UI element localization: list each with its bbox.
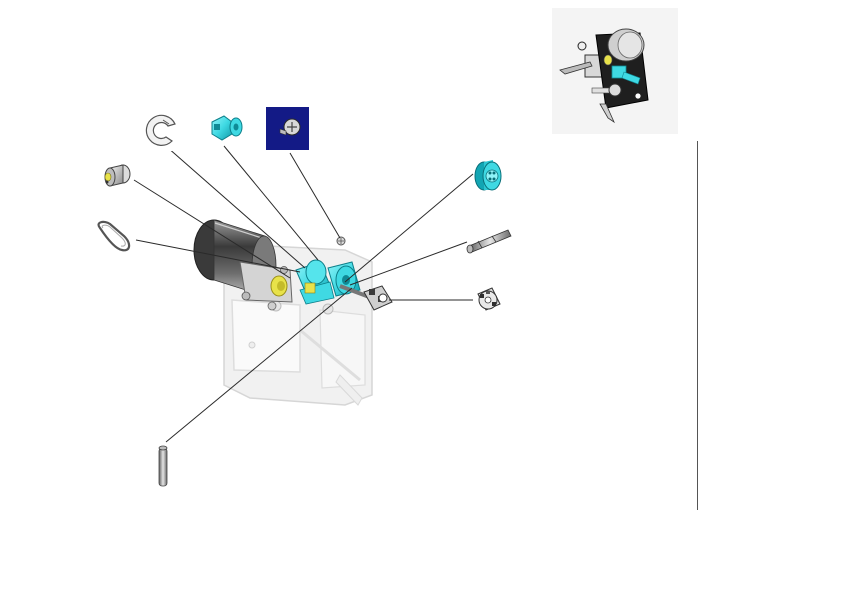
cyan-assembly [295,259,361,305]
pulley-icon [474,160,502,191]
leader-lines [133,145,474,443]
selected-screw-icon [266,107,309,150]
screw-icon [336,236,346,246]
e-ring-icon [140,108,183,151]
assembly-overview-icon [559,28,649,124]
motor-icon [193,219,293,311]
bushing-icon [104,164,131,187]
belt-icon [97,220,131,252]
pin-icon [466,229,512,254]
vertical-divider [697,141,698,510]
long-shaft-icon [158,445,168,487]
coupling-part-icon [477,287,501,311]
coupling-icon [363,285,393,311]
gear-icon [211,115,243,141]
